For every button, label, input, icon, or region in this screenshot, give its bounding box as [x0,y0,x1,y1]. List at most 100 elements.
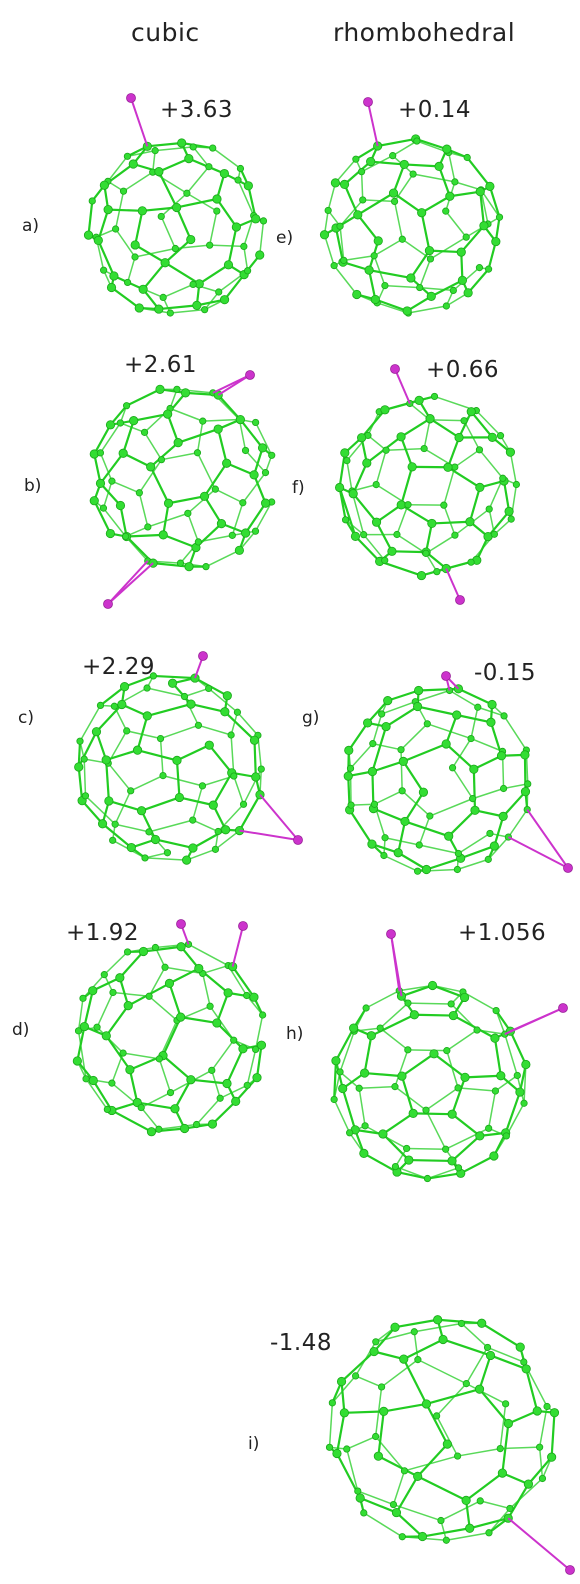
carbon-atom [343,771,353,781]
carbon-atom [104,796,114,806]
adsorbate-bond [130,97,149,147]
carbon-atom [353,210,363,220]
carbon-atom [422,549,430,557]
bond [478,449,504,479]
carbon-atom [234,176,242,184]
bond [417,1475,467,1502]
carbon-atom [208,800,218,810]
carbon-atom [409,170,417,178]
bond [253,740,257,777]
carbon-atom [207,1119,218,1129]
carbon-atom [163,409,173,419]
bond [114,823,150,833]
bond [151,150,156,173]
carbon-atom [170,1104,180,1114]
bond [361,154,394,173]
bond [464,1074,501,1079]
bond [375,1436,406,1472]
carbon-atom [338,1083,348,1094]
bond [473,754,503,771]
carbon-atom [243,1081,251,1089]
carbon-atom [166,1088,175,1097]
bond [148,966,166,997]
carbon-atom [346,1129,354,1137]
panel-label-a: a) [22,216,40,236]
carbon-atom [454,1164,463,1172]
bond [467,268,490,294]
adsorbate-atom [455,595,465,605]
bond [176,744,210,762]
bond [242,472,267,504]
bond [451,1135,481,1162]
bond [149,441,179,468]
adsorbate-bond [259,794,299,841]
bond [458,411,473,438]
carbon-atom [442,144,452,154]
carbon-atom [324,206,332,215]
carbon-atom [231,1096,241,1106]
carbon-atom [447,1156,457,1166]
carbon-atom [362,458,372,468]
carbon-atom [182,855,192,865]
bond [92,976,121,992]
carbon-atom [157,212,165,221]
carbon-atom [360,531,368,539]
carbon-atom [363,718,373,728]
carbon-atom [209,144,217,152]
carbon-atom [442,207,450,215]
bond [407,1002,452,1005]
bond [111,480,140,494]
bond [352,462,368,495]
bond [493,518,512,535]
carbon-atom [108,1079,116,1087]
carbon-atom [373,236,383,246]
bond [202,775,235,787]
bond [478,1388,510,1425]
bond [203,462,228,497]
carbon-atom [222,691,232,701]
carbon-atom [193,449,202,457]
bond [83,759,87,796]
carbon-atom [429,1049,439,1059]
bond [253,474,267,504]
bond [122,420,135,454]
carbon-atom [221,825,231,835]
carbon-atom [244,267,252,275]
bond [97,209,110,241]
bond [162,503,170,536]
bond [340,1350,375,1383]
carbon-atom [389,1500,398,1509]
carbon-atom [83,230,94,240]
bond [490,1354,527,1370]
carbon-atom [145,828,153,836]
bond [454,449,480,468]
carbon-atom [355,1493,365,1503]
carbon-atom [141,854,149,862]
bond [373,255,386,286]
carbon-atom [74,1027,83,1035]
bond [397,851,428,871]
bond [451,1113,481,1137]
carbon-atom [520,750,530,760]
bond [367,434,387,451]
carbon-atom [109,271,119,281]
bond [105,749,138,761]
bond [334,158,357,184]
carbon-atom [124,278,132,287]
bond [385,705,419,728]
carbon-atom [91,727,102,737]
bond [397,821,407,853]
bond [487,1090,497,1129]
bond [186,848,216,861]
bond [419,286,454,292]
carbon-atom [423,1174,432,1183]
carbon-atom [156,734,165,743]
carbon-atom [105,420,116,430]
carbon-atom [417,1531,428,1542]
bond [331,1375,357,1404]
carbon-atom [140,428,149,436]
bond [203,495,223,525]
bond [429,419,465,422]
energy-value-c: +2.29 [82,654,155,680]
carbon-atom [340,448,350,458]
